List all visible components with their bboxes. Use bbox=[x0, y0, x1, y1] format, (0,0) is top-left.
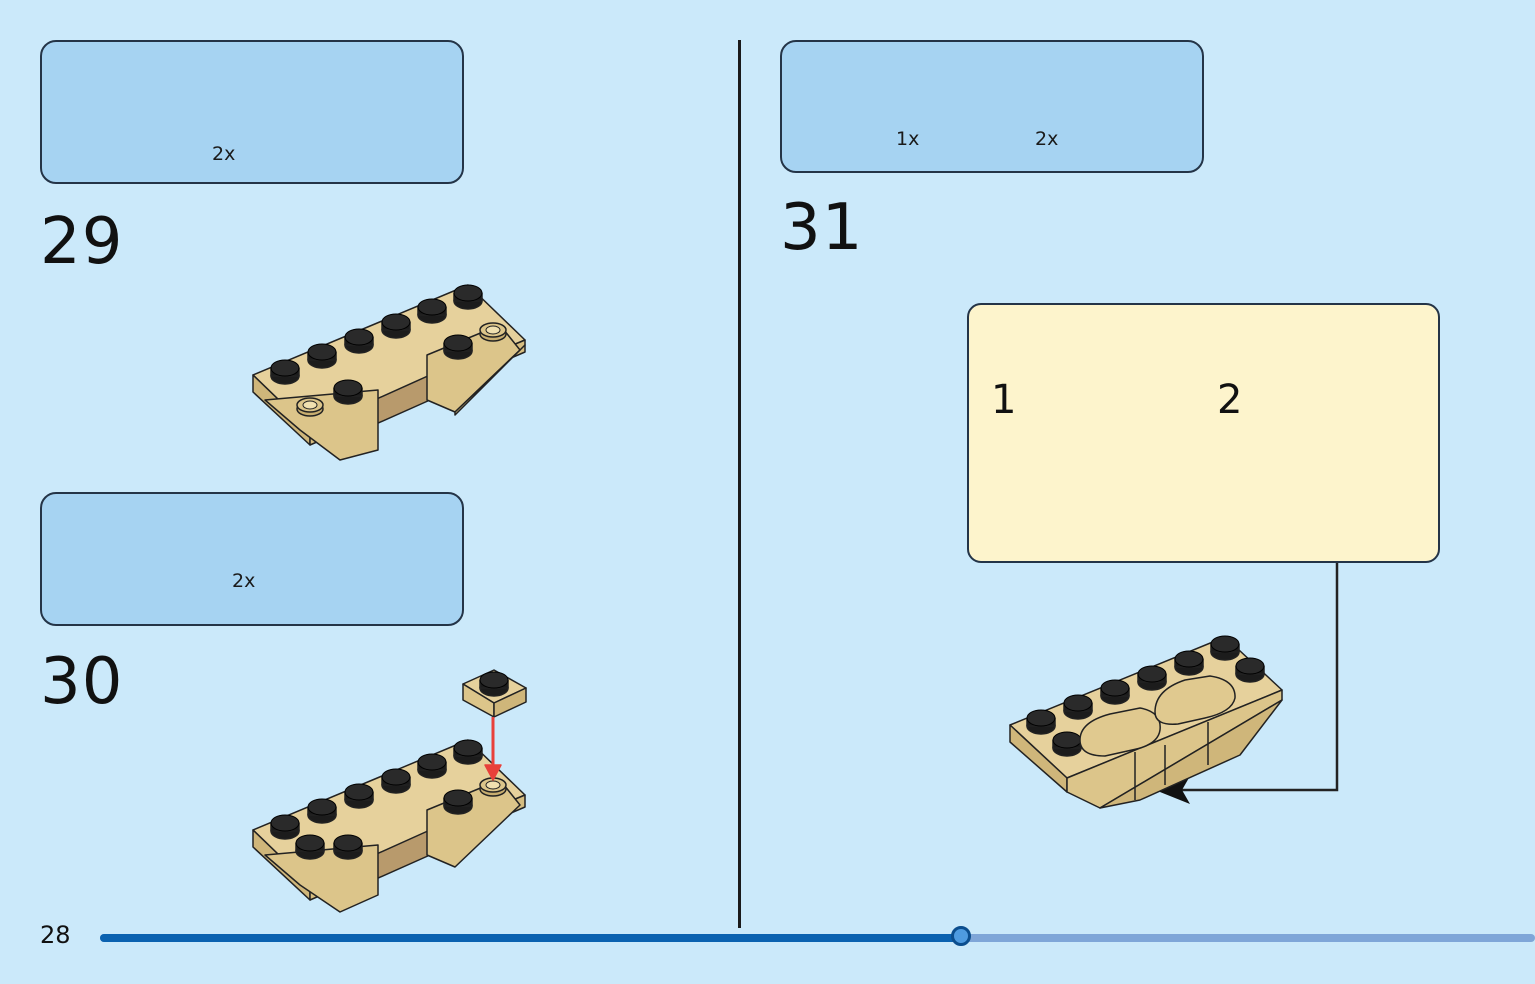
sub-step-number-1: 1 bbox=[991, 377, 1017, 423]
step-31-model bbox=[1009, 635, 1283, 809]
step-29-model bbox=[252, 284, 526, 461]
progress-bar bbox=[100, 926, 1535, 946]
progress-marker bbox=[951, 926, 971, 946]
sub-step-number-2: 2 bbox=[1217, 377, 1243, 423]
part-quantity: 2x bbox=[232, 570, 256, 592]
parts-box-step-30: 2x bbox=[40, 492, 464, 626]
progress-bar-fill bbox=[100, 934, 961, 942]
part-quantity-rounded-brick: 1x bbox=[896, 128, 920, 150]
step-number-30: 30 bbox=[40, 645, 124, 719]
part-quantity: 2x bbox=[212, 143, 236, 165]
step-number-29: 29 bbox=[40, 205, 124, 279]
part-quantity-rounded-tile: 2x bbox=[1035, 128, 1059, 150]
sub-assembly-connector bbox=[1155, 563, 1339, 804]
step-30-model bbox=[252, 669, 527, 913]
sub-assembly-box: 1 2 bbox=[967, 303, 1440, 563]
step-number-31: 31 bbox=[780, 191, 864, 265]
page-divider bbox=[738, 40, 741, 928]
page-number: 28 bbox=[40, 921, 71, 949]
parts-box-step-29: 2x bbox=[40, 40, 464, 184]
parts-box-step-31: 1x 2x bbox=[780, 40, 1204, 173]
